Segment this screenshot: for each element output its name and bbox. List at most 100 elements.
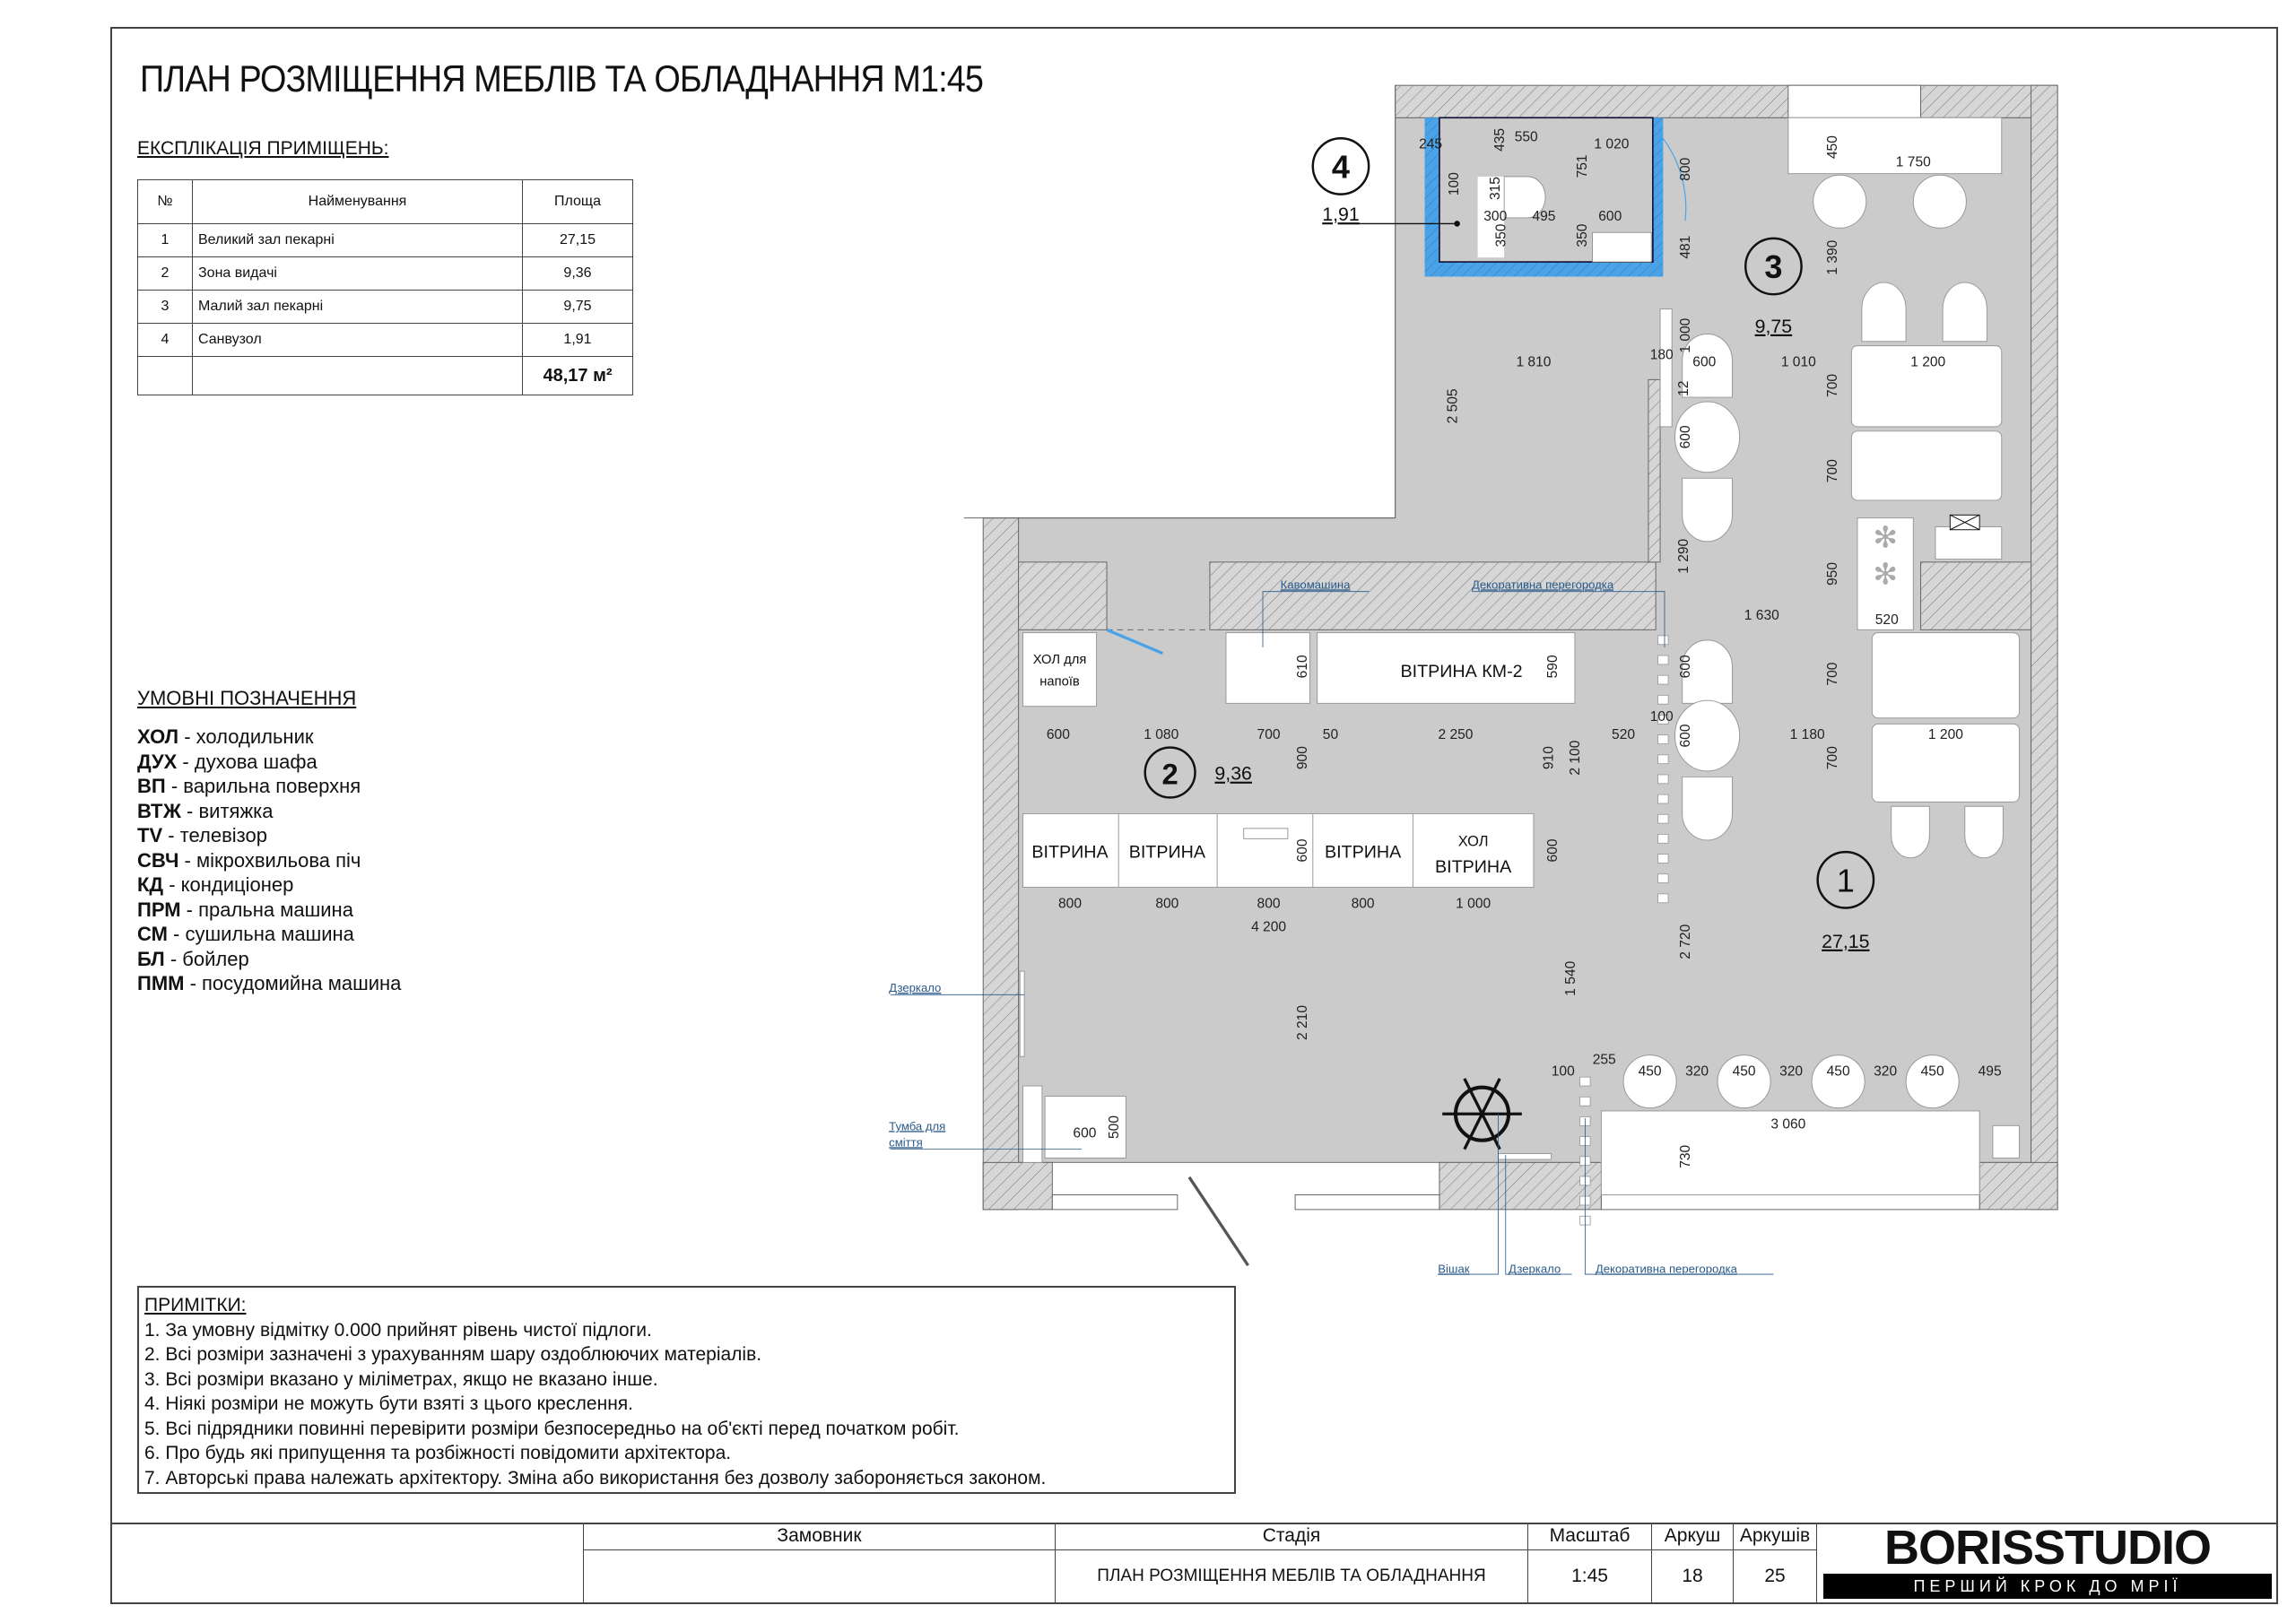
legend-item: КД - кондиціонер (137, 872, 401, 898)
dimension-label: 320 (1874, 1064, 1897, 1080)
legend-text: - телевізор (162, 824, 267, 846)
legend-item: ПММ - посудомийна машина (137, 971, 401, 996)
dimension-label: 700 (1825, 662, 1840, 685)
dimension-label: 481 (1678, 236, 1693, 259)
legend-abbr: TV (137, 824, 163, 846)
partition-slat (1657, 655, 1669, 665)
partition-callout: Декоративна перегородка (1596, 1262, 1738, 1275)
waste-bin-cabinet (1044, 1096, 1126, 1159)
dimension-label: 600 (1545, 838, 1561, 862)
dimension-label: 600 (1073, 1125, 1096, 1141)
note-item: 2. Всі розміри зазначені з урахуванням ш… (144, 1344, 762, 1365)
dimension-label: 3 060 (1770, 1117, 1805, 1133)
table-header-row: № Найменування Площа (137, 179, 633, 224)
dimension-label: 180 (1650, 347, 1674, 362)
dimension-label: 450 (1827, 1064, 1850, 1080)
dimension-label: 320 (1685, 1064, 1709, 1080)
callouts (890, 591, 1774, 1275)
vitrina-row (1022, 812, 1535, 889)
explication-title: ЕКСПЛІКАЦІЯ ПРИМІЩЕНЬ: (137, 138, 389, 159)
legend-title: УМОВНІ ПОЗНАЧЕННЯ (137, 687, 357, 709)
room-number-marker: 2 (1161, 758, 1178, 791)
room-number-marker: 3 (1764, 248, 1782, 285)
dimension-label: 590 (1545, 655, 1561, 678)
dimension-label: 100 (1447, 172, 1462, 195)
legend-item: ПРМ - пральна машина (137, 898, 401, 923)
room-area-label: 9,75 (1755, 316, 1793, 337)
dimension-label: 1 020 (1594, 137, 1629, 152)
vitrina-label: ВІТРИНА (1031, 843, 1109, 863)
total-area: 48,17 м² (522, 356, 633, 395)
legend-item: TV - телевізор (137, 823, 401, 848)
dimension-label: 435 (1492, 128, 1508, 152)
legend-abbr: СМ (137, 923, 168, 945)
dimension-label: 700 (1825, 374, 1840, 397)
note-item: 6. Про будь які припущення та розбіжност… (144, 1443, 732, 1463)
vitrina-km2-label: ВІТРИНА КМ-2 (1400, 662, 1522, 681)
partition-slat (1657, 794, 1669, 804)
dimension-label: 350 (1575, 223, 1590, 247)
dimension-label: 495 (1979, 1064, 2002, 1080)
cabinet (1992, 1124, 2020, 1159)
coat-hanger-icon (1442, 1078, 1522, 1150)
room-area: 9,75 (522, 290, 633, 324)
bin-callout: Тумба для (889, 1119, 945, 1133)
round-table (1674, 699, 1741, 772)
dimension-label: 1 200 (1928, 727, 1963, 742)
vitrina-label: ВІТРИНА (1129, 843, 1206, 863)
legend-abbr: ПРМ (137, 898, 181, 921)
legend-abbr: ВТЖ (137, 799, 181, 822)
chair (1682, 477, 1733, 542)
sofa (1871, 632, 2020, 719)
legend-item: ВП - варильна поверхня (137, 774, 401, 799)
dimension-label: 1 000 (1456, 896, 1491, 911)
hanger-callout: Вішак (1438, 1262, 1469, 1275)
walls (963, 84, 2058, 1267)
mirror-callout: Дзеркало (889, 981, 941, 994)
sink-icon (1592, 231, 1652, 263)
bin-callout: сміття (889, 1135, 923, 1149)
header-area: Площа (522, 179, 633, 224)
room-number: 2 (137, 256, 193, 291)
dimension-label: 2 505 (1446, 388, 1461, 423)
studio-logo: BORISSTUDIO (1883, 1521, 2212, 1575)
partition-slat (1579, 1076, 1591, 1087)
sheets-value: 25 (1733, 1549, 1816, 1603)
dimension-label: 1 810 (1516, 355, 1551, 370)
chair (1861, 282, 1907, 343)
legend-item: СМ - сушильна машина (137, 922, 401, 947)
dimension-label: 800 (1058, 896, 1082, 911)
room-number-marker: 1 (1837, 862, 1855, 898)
room-area: 1,91 (522, 323, 633, 357)
dimension-label: 100 (1552, 1064, 1575, 1080)
room-area-label: 9,36 (1214, 763, 1252, 785)
dimension-label: 600 (1678, 724, 1693, 747)
stool (1912, 174, 1967, 229)
header-number: № (137, 179, 193, 224)
dimension-label: 520 (1875, 612, 1899, 628)
dimension-label: 315 (1488, 177, 1503, 200)
notes-list: 1. За умовну відмітку 0.000 прийнят ріве… (144, 1318, 1229, 1491)
drinks-fridge-label: напоїв (1039, 675, 1080, 690)
sheet-label: Аркуш (1651, 1523, 1733, 1549)
partition-slat (1657, 694, 1669, 705)
dimension-label: 700 (1825, 746, 1840, 769)
dimension-label: 300 (1483, 209, 1507, 224)
dimension-label: 800 (1257, 896, 1281, 911)
chair (1682, 776, 1733, 841)
stage-label: Стадія (1055, 1523, 1527, 1549)
scale-label: Масштаб (1527, 1523, 1651, 1549)
partition-slat (1657, 715, 1669, 725)
partition-slat (1657, 854, 1669, 864)
table-total-row: 48,17 м² (137, 356, 633, 395)
mirror (1498, 1153, 1552, 1160)
note-item: 5. Всі підрядники повинні перевірити роз… (144, 1418, 960, 1439)
page-title: ПЛАН РОЗМІЩЕННЯ МЕБЛІВ ТА ОБЛАДНАННЯ М1:… (140, 57, 984, 100)
dimension-label: 450 (1639, 1064, 1662, 1080)
scale-value: 1:45 (1527, 1549, 1651, 1603)
